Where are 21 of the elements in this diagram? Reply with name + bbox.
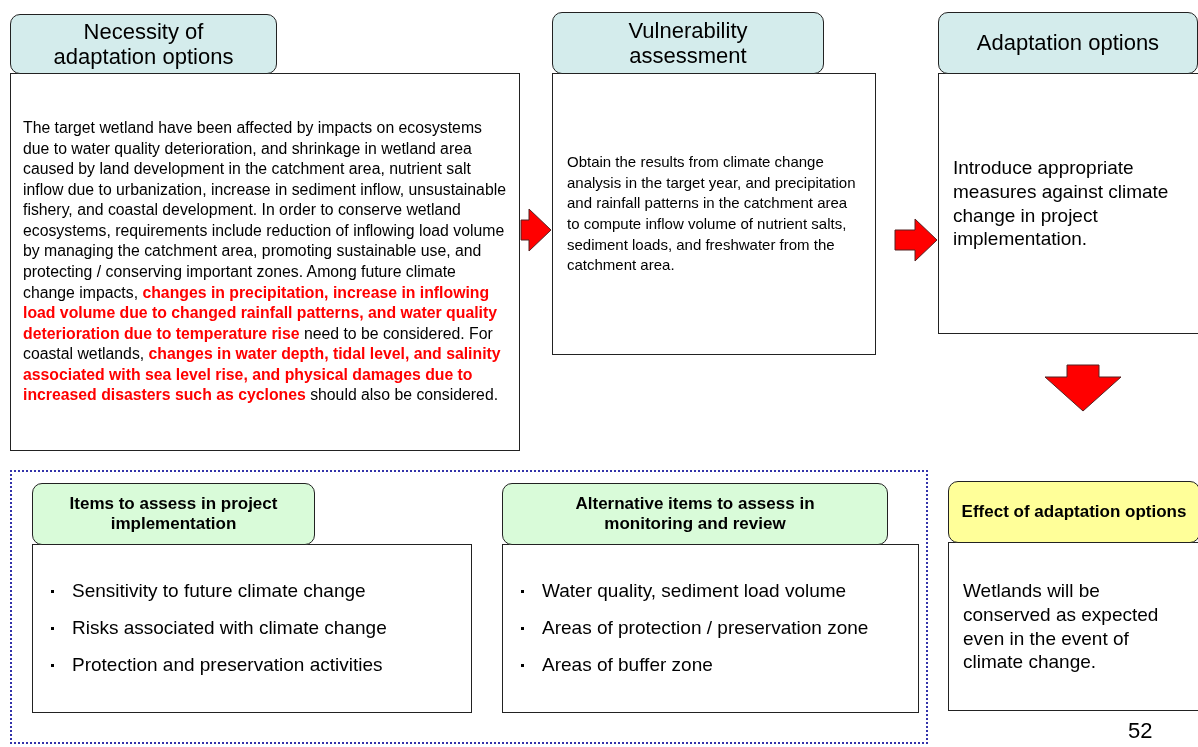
list-item-text: Areas of protection / preservation zone [542, 617, 869, 640]
description-text: Introduce appropriate measures against climate change in project implementation. [953, 156, 1170, 251]
description-text: Wetlands will be conserved as expected even in the event of climate change. [963, 579, 1160, 674]
block-arrow [894, 218, 938, 262]
list-item-text: Areas of buffer zone [542, 653, 713, 677]
block-arrow [1044, 364, 1122, 412]
heading-tab: Items to assess in project implementation [32, 483, 315, 545]
page-number: 52 [1128, 718, 1153, 744]
group-frame [10, 470, 928, 744]
list-item-text: Risks associated with climate change [72, 617, 387, 640]
heading-tab: Alternative items to assess in monitoring and review [502, 483, 888, 545]
description-text: The target wetland have been affected by impacts on ecosystems due to water quality deterioration, and shrinkage in wetland area caused by land development in the catchment area, nutrient salt inflow due to urbanization, increase in sediment inflow, unsustainable fishery, and coastal development. In order to conserve wetland ecosystems, requirements include reduction of inflowing load volume by managing the catchment area, promoting sustainable use, and protecting / conserving important zones. Among future climate change impacts, changes in precipitation, increase in inflowing load volume due to changed rainfall patterns, and water quality deterioration due to temperature rise need to be considered. For coastal wetlands, changes in water depth, tidal level, and salinity associated with sea level rise, and physical damages due to increased disasters such as cyclones should also be considered. [23, 118, 507, 406]
heading-tab: Effect of adaptation options [948, 481, 1198, 543]
heading-tab: Vulnerability assessment [552, 12, 824, 74]
heading-tab: Adaptation options [938, 12, 1198, 74]
description-text: Obtain the results from climate change analysis in the target year, and precipitation and rainfall patterns in the catchment area to compute inflow volume of nutrient salts, sediment loads, and freshwater from the catchment area. [567, 151, 857, 276]
block-arrow [520, 208, 552, 252]
list-item-text: Water quality, sediment load volume [542, 580, 847, 604]
heading-tab: Necessity of adaptation options [10, 14, 277, 74]
list-item-text: Sensitivity to future climate change [72, 580, 366, 604]
list-item-text: Protection and preservation activities [72, 653, 383, 677]
